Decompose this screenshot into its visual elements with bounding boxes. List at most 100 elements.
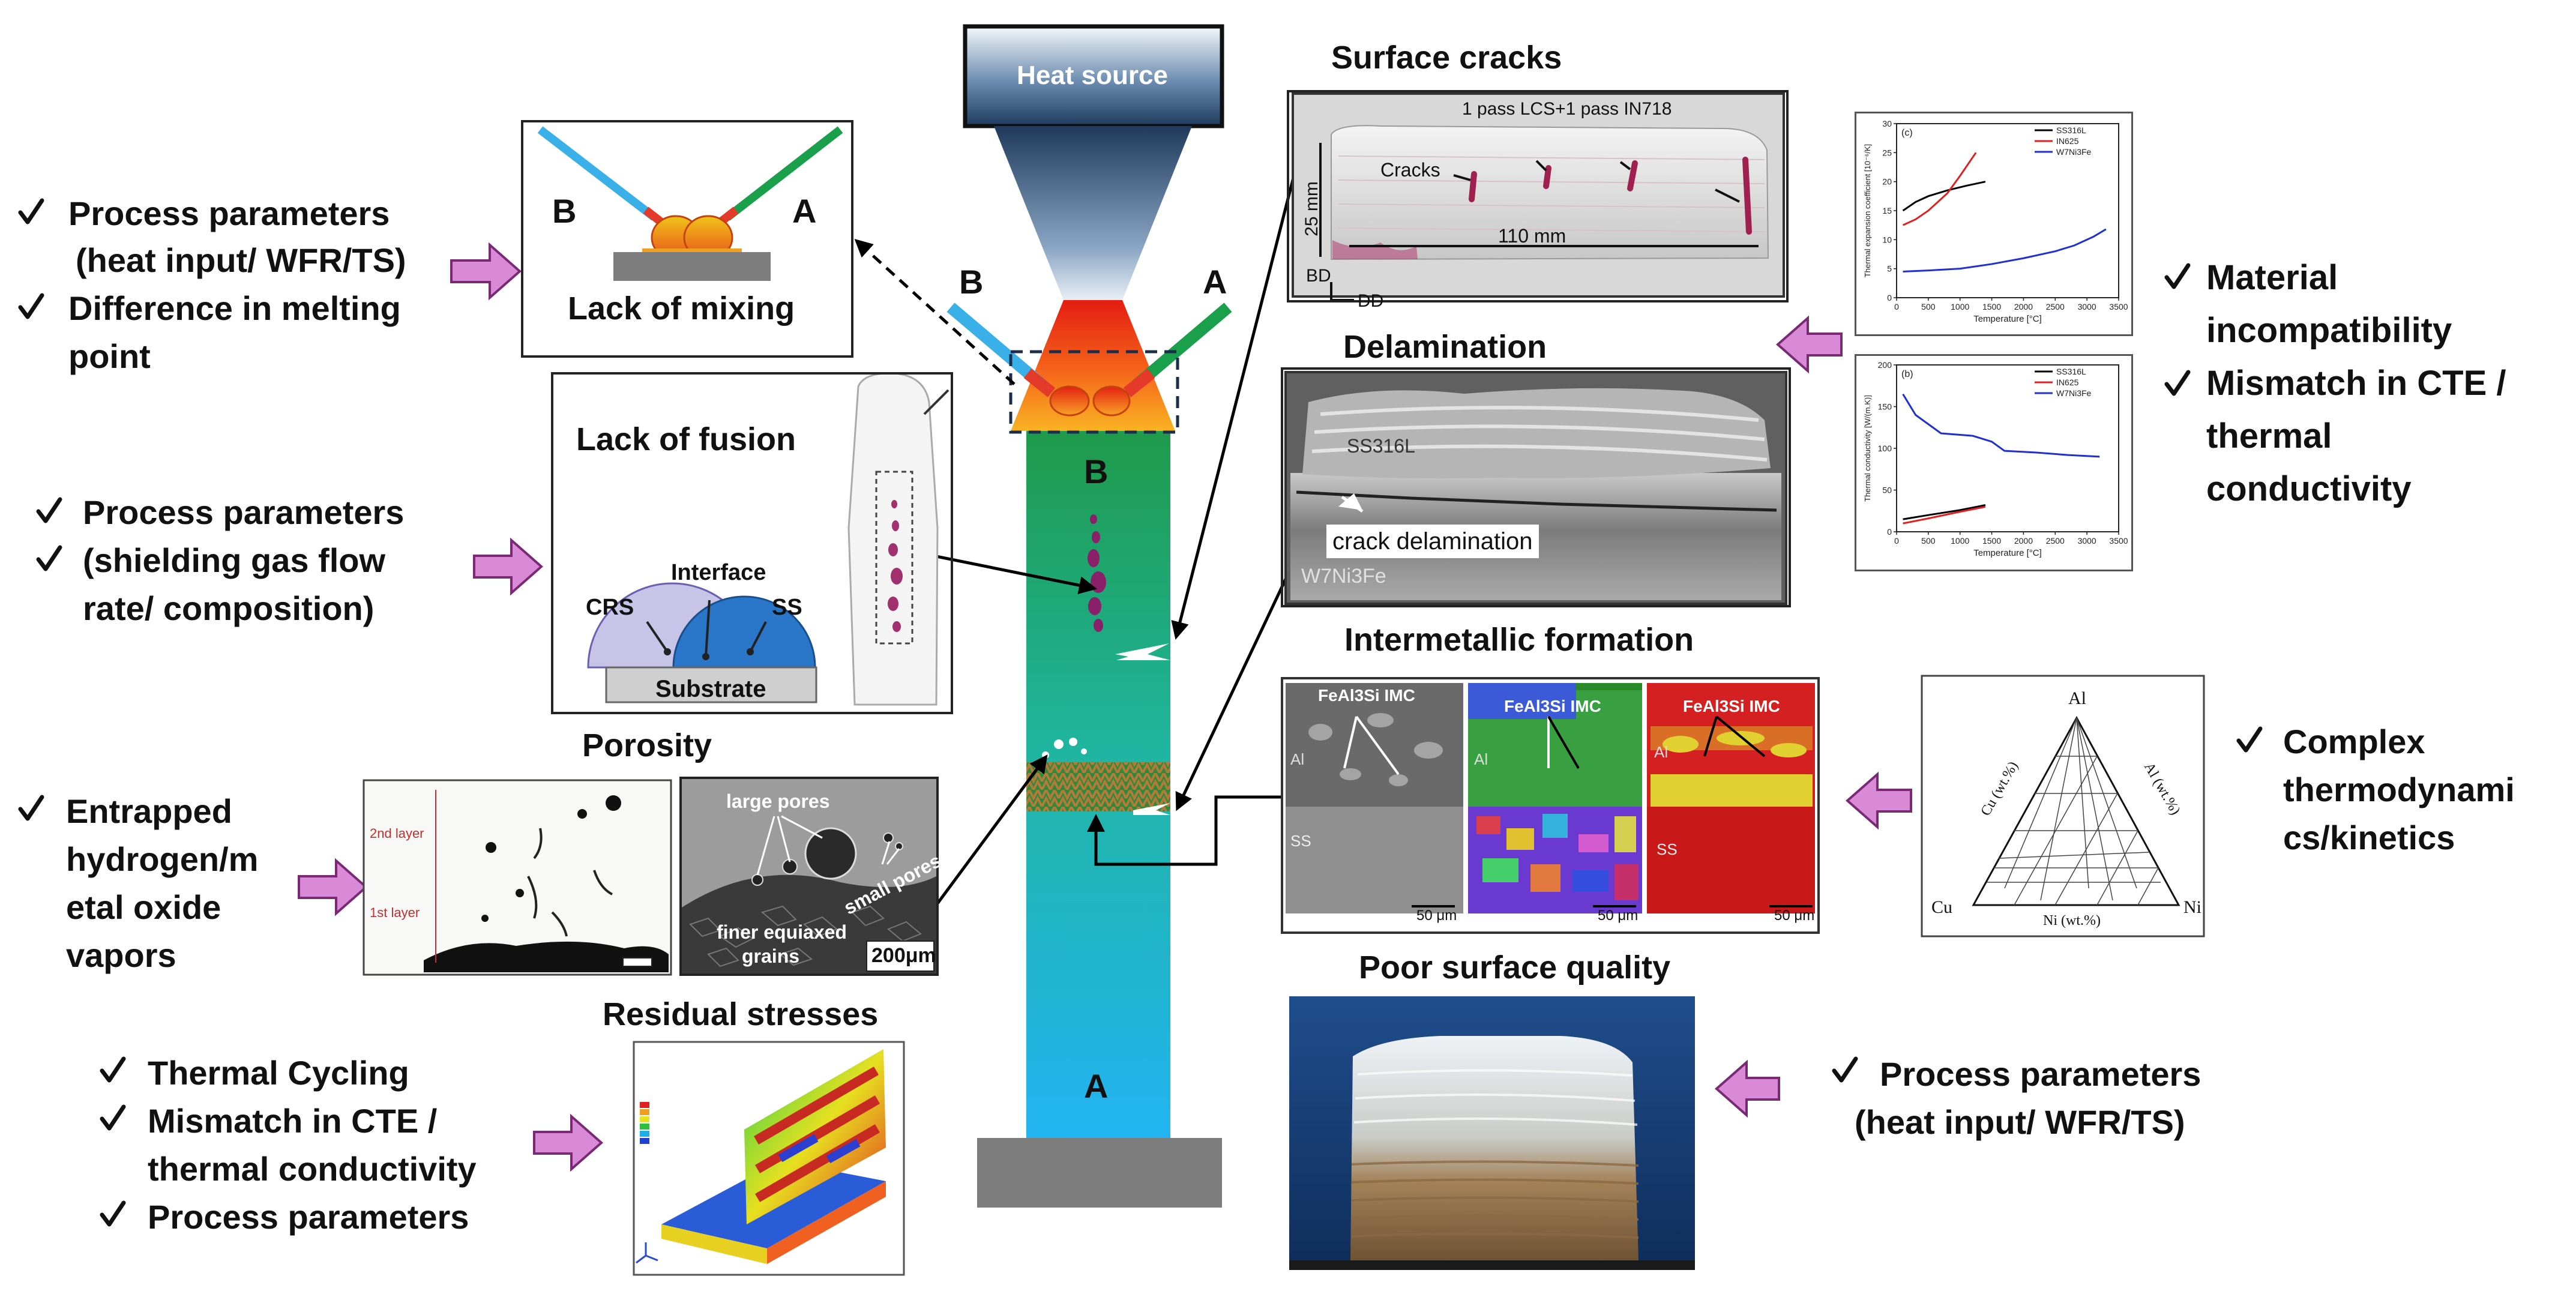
ternary-al-label: Al	[2068, 688, 2086, 708]
surface-quality-cause-2: (heat input/ WFR/TS)	[1855, 1103, 2185, 1141]
legend-entry: IN625	[2056, 378, 2079, 387]
surface-cracks-label: Cracks	[1380, 159, 1440, 181]
imc-al-label-3: Al	[1654, 743, 1669, 761]
surface-cracks-panel	[1287, 90, 1789, 302]
lack-of-mixing-cause-3: Difference in melting	[68, 289, 401, 327]
series-line-w7ni3fe	[1902, 393, 2100, 458]
imc-label-3: FeAl3Si IMC	[1683, 697, 1780, 715]
x-tick-label: 2000	[2014, 536, 2033, 546]
surface-quality-image	[1289, 996, 1695, 1270]
panel-label: (b)	[1901, 369, 1913, 379]
x-axis-label: Temperature [°C]	[1973, 314, 2042, 324]
lack-of-fusion-crs-label: CRS	[586, 595, 634, 620]
ternary-ni-label: Ni	[2183, 897, 2201, 917]
x-tick-label: 500	[1921, 536, 1936, 546]
lack-of-fusion-graphic	[587, 372, 949, 706]
y-tick-label: 5	[1887, 264, 1892, 274]
porosity-cause-1: Entrapped	[66, 792, 232, 830]
heat-source-box	[963, 24, 1224, 128]
x-tick-label: 1000	[1951, 536, 1969, 546]
plot-area	[1896, 123, 2119, 298]
porosity-large-pores-label: large pores	[726, 790, 830, 812]
delamination-title: Delamination	[1343, 329, 1547, 365]
surface-cracks-width: 110 mm	[1498, 225, 1566, 247]
conductivity-chart-panel	[1855, 354, 2133, 571]
residual-cause-1: Thermal Cycling	[148, 1054, 409, 1092]
x-tick-label: 2000	[2014, 302, 2033, 311]
surface-cracks-image	[1292, 92, 1785, 301]
x-tick-label: 2500	[2046, 536, 2065, 546]
imc-al-label-1: Al	[1290, 750, 1305, 768]
y-axis-label: Thermal conductivity [W/(m.K)]	[1863, 395, 1872, 502]
lack-of-mixing-graphic	[537, 126, 843, 281]
lack-of-mixing-cause-4: point	[68, 337, 151, 375]
delamination-panel	[1281, 367, 1791, 607]
lack-of-fusion-panel	[551, 372, 953, 714]
imc-ss-label-2: SS	[1657, 840, 1678, 858]
series-line-ss316l	[1903, 504, 1986, 520]
porosity-cause-4: vapors	[66, 936, 176, 974]
material-cause-4: thermal	[2206, 417, 2332, 456]
deposit-a-label: A	[1084, 1067, 1109, 1105]
porosity-grains-label-1: finer equiaxed	[717, 921, 847, 943]
porosity-cause-2: hydrogen/m	[66, 840, 259, 878]
y-tick-label: 10	[1882, 235, 1892, 244]
imc-scale-3: 50 μm	[1774, 907, 1815, 924]
crack-icon	[1115, 643, 1170, 815]
series-line-ss316l	[1902, 181, 1986, 212]
series-line-in625	[1902, 152, 1977, 226]
ternary-bottom-axis: Ni (wt.%)	[2043, 913, 2101, 928]
cte-chart-panel	[1855, 112, 2133, 336]
melt-droplet	[1049, 385, 1090, 417]
surface-quality-cause-1: Process parameters	[1880, 1055, 2201, 1093]
surface-cracks-title: Surface cracks	[1331, 40, 1562, 76]
surface-cracks-height: 25 mm	[1301, 181, 1322, 236]
delamination-crack-label: crack delamination	[1326, 525, 1539, 558]
intermetallic-cause-2: thermodynami	[2283, 771, 2515, 808]
imc-al-label-2: Al	[1474, 750, 1488, 768]
x-tick-label: 0	[1894, 302, 1899, 311]
wire-a-label: A	[1203, 263, 1227, 301]
legend-entry: SS316L	[2056, 367, 2086, 376]
central-schematic	[946, 24, 1232, 1208]
legend-entry: SS316L	[2056, 125, 2086, 135]
lack-of-fusion-cause-3: rate/ composition)	[83, 589, 375, 627]
porosity-cause-3: etal oxide	[66, 888, 221, 926]
intermetallic-cause-3: cs/kinetics	[2283, 819, 2455, 856]
surface-cracks-dd: DD	[1358, 291, 1384, 311]
imc-label-2: FeAl3Si IMC	[1504, 697, 1601, 715]
residual-stress-graphic	[633, 1041, 905, 1276]
porosity-images	[363, 777, 939, 976]
wire-b-label: B	[959, 263, 984, 301]
series-line-in625	[1903, 505, 1986, 525]
lack-of-fusion-title: Lack of fusion	[576, 421, 796, 457]
porosity-title: Porosity	[582, 727, 712, 763]
lack-of-mixing-b-label: B	[552, 192, 577, 230]
x-axis-label: Temperature [°C]	[1973, 548, 2042, 558]
imc-ss-label-1: SS	[1290, 832, 1311, 850]
lack-of-mixing-cause-1: Process parameters	[68, 194, 390, 232]
imc-scale-2: 50 μm	[1598, 907, 1639, 924]
y-tick-label: 50	[1882, 486, 1892, 495]
porosity-layer2-label: 2nd layer	[370, 826, 424, 841]
plot-area	[1896, 364, 2119, 532]
dashed-focus-box	[1009, 350, 1179, 434]
x-tick-label: 3000	[2078, 536, 2096, 546]
lack-of-mixing-panel	[521, 120, 853, 358]
x-tick-label: 0	[1894, 536, 1899, 546]
legend-entry: IN625	[2056, 136, 2079, 146]
lack-of-fusion-ss-label: SS	[772, 595, 802, 620]
y-tick-label: 30	[1882, 119, 1892, 128]
y-tick-label: 200	[1878, 360, 1892, 370]
intermetallic-images	[1281, 677, 1820, 934]
y-tick-label: 0	[1887, 527, 1892, 537]
porosity-layer1-label: 1st layer	[370, 905, 420, 920]
lack-of-fusion-interface-label: Interface	[671, 560, 766, 585]
material-cause-3: Mismatch in CTE /	[2206, 364, 2506, 403]
legend-entry: W7Ni3Fe	[2056, 147, 2092, 157]
torch-cone	[994, 126, 1192, 300]
legend-entry: W7Ni3Fe	[2056, 388, 2092, 398]
